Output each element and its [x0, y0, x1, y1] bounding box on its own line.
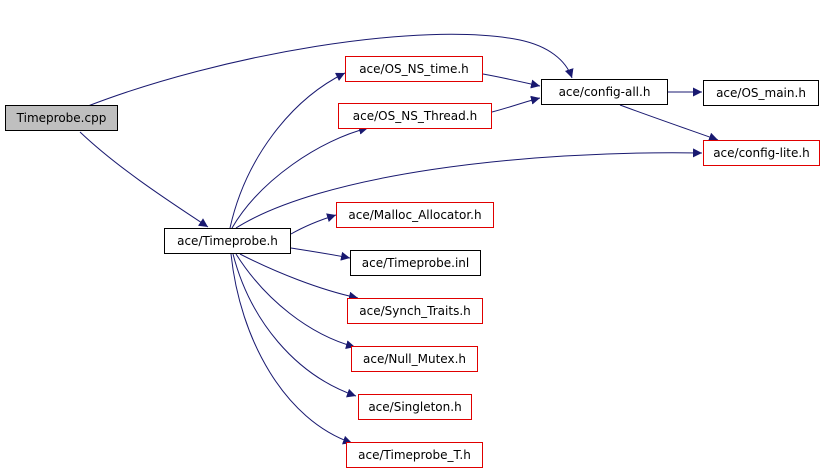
edge-timeprobe-h-to-timeprobe-t-h [230, 253, 353, 445]
node-timeprobe-cpp[interactable]: Timeprobe.cpp [5, 105, 118, 131]
edge-config-all-h-to-config-lite-h [619, 104, 719, 142]
node-label: ace/Malloc_Allocator.h [348, 208, 482, 222]
node-null-mutex-h[interactable]: ace/Null_Mutex.h [351, 346, 478, 372]
edge-timeprobe-h-to-synch-traits-h [239, 253, 359, 301]
node-label: ace/OS_main.h [716, 86, 806, 100]
node-timeprobe-h[interactable]: ace/Timeprobe.h [164, 228, 291, 254]
node-timeprobe-t-h[interactable]: ace/Timeprobe_T.h [346, 442, 483, 468]
node-label: ace/Synch_Traits.h [359, 304, 471, 318]
node-label: ace/Null_Mutex.h [363, 352, 466, 366]
edge-os-ns-thread-h-to-config-all-h [491, 95, 541, 113]
edge-os-ns-time-h-to-config-all-h [482, 73, 541, 89]
node-label: ace/config-lite.h [713, 146, 810, 160]
node-malloc-allocator-h[interactable]: ace/Malloc_Allocator.h [336, 202, 494, 228]
edge-timeprobe-cpp-to-timeprobe-h [79, 131, 209, 228]
node-label: Timeprobe.cpp [16, 111, 107, 125]
node-label: ace/Timeprobe_T.h [358, 448, 471, 462]
node-os-main-h[interactable]: ace/OS_main.h [703, 80, 819, 106]
edge-timeprobe-cpp-to-config-all-h [87, 33, 574, 107]
node-os-ns-thread-h[interactable]: ace/OS_NS_Thread.h [338, 103, 492, 129]
edge-timeprobe-h-to-os-ns-time-h [229, 72, 346, 229]
node-os-ns-time-h[interactable]: ace/OS_NS_time.h [345, 56, 483, 82]
node-singleton-h[interactable]: ace/Singleton.h [358, 394, 472, 420]
node-label: ace/OS_NS_time.h [359, 62, 469, 76]
node-config-lite-h[interactable]: ace/config-lite.h [703, 140, 820, 166]
edge-timeprobe-h-to-null-mutex-h [235, 253, 356, 350]
edge-timeprobe-h-to-timeprobe-inl [290, 247, 351, 261]
edge-timeprobe-h-to-config-lite-h [235, 148, 703, 229]
edge-timeprobe-h-to-os-ns-thread-h [231, 125, 369, 229]
node-label: ace/Timeprobe.h [177, 234, 278, 248]
node-label: ace/config-all.h [558, 85, 651, 99]
edge-timeprobe-h-to-singleton-h [232, 253, 357, 398]
node-timeprobe-inl[interactable]: ace/Timeprobe.inl [350, 250, 481, 276]
edge-timeprobe-h-to-malloc-allocator-h [290, 213, 337, 235]
node-synch-traits-h[interactable]: ace/Synch_Traits.h [347, 298, 483, 324]
node-label: ace/Timeprobe.inl [361, 256, 470, 270]
node-config-all-h[interactable]: ace/config-all.h [541, 79, 668, 105]
node-label: ace/OS_NS_Thread.h [352, 109, 478, 123]
node-label: ace/Singleton.h [368, 400, 462, 414]
